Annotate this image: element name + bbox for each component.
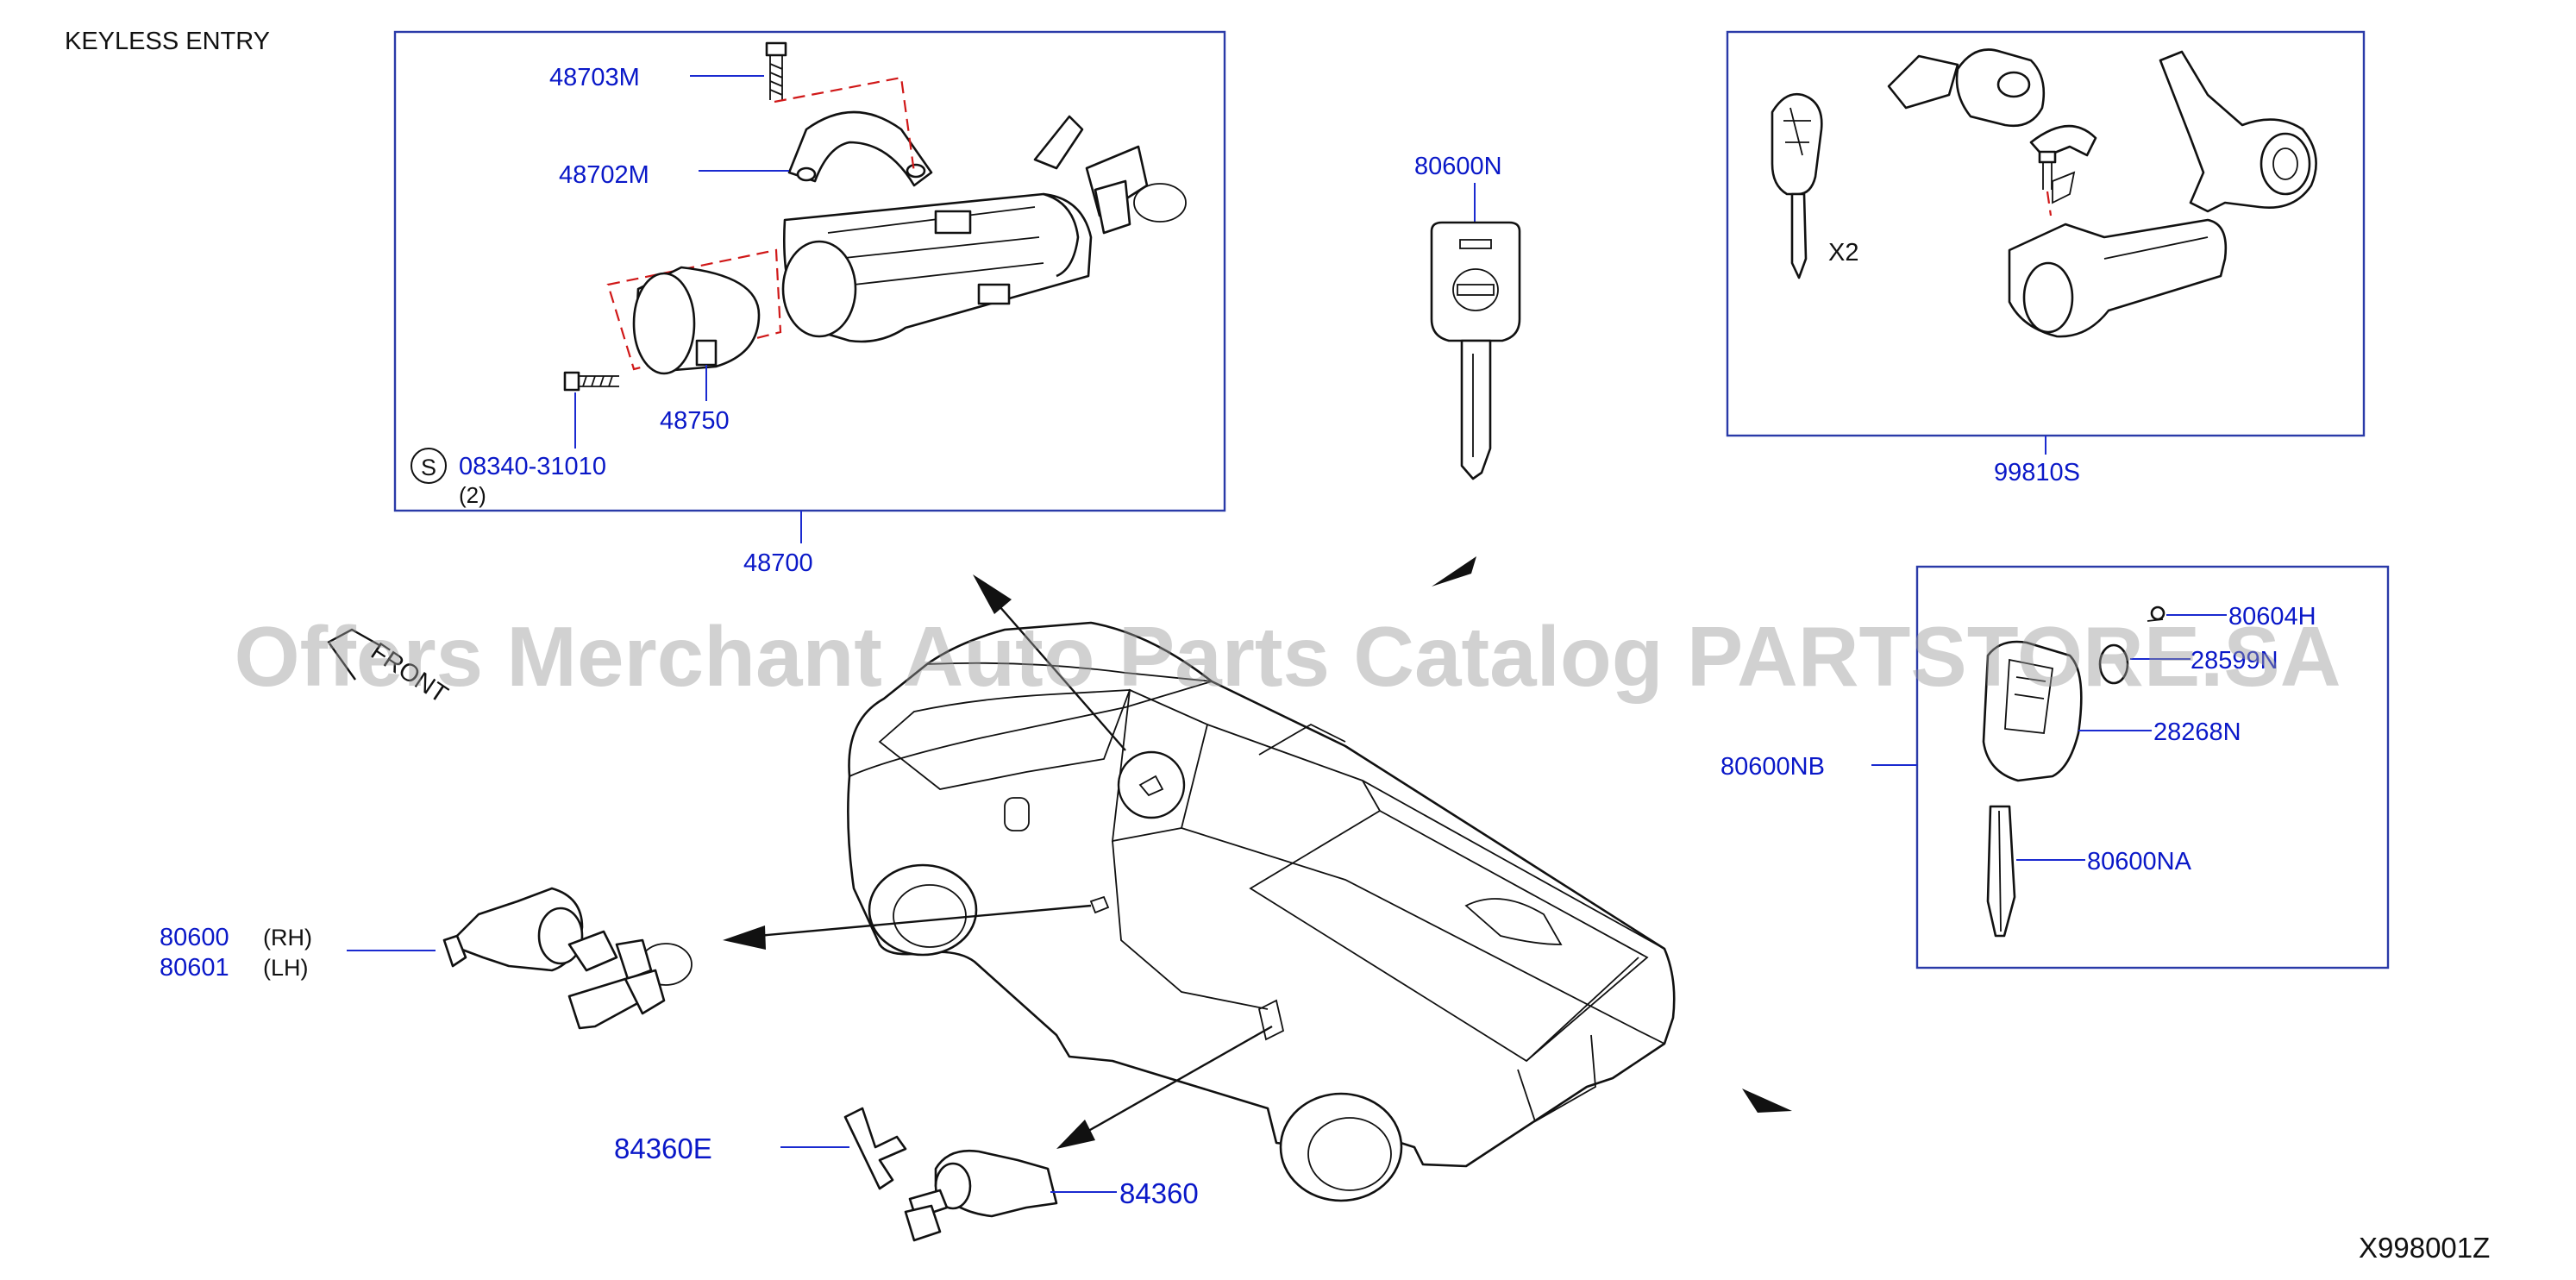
diagram-title: KEYLESS ENTRY xyxy=(65,28,270,55)
nissan-key-icon xyxy=(1430,221,1521,480)
bolt-icon xyxy=(765,41,787,100)
part-number-48703m[interactable]: 48703M xyxy=(549,64,640,91)
part-number-80600nb[interactable]: 80600NB xyxy=(1720,753,1825,781)
kit-ignition-icon xyxy=(2008,124,2228,338)
cylinder-end-icon xyxy=(632,266,761,375)
fob-box: 80600NB 80604H 28599N 28268N 80600NA xyxy=(1720,565,2390,969)
kit-alignment-mark xyxy=(2046,191,2053,216)
watermark: Offers Merchant Auto Parts Catalog PARTS… xyxy=(234,609,2341,704)
door-key-icon xyxy=(567,930,666,1030)
side-lh: (LH) xyxy=(263,955,309,981)
part-number-80600[interactable]: 80600 xyxy=(160,924,229,951)
key-blank: 80600N xyxy=(1414,153,1521,480)
ignition-box: 48700 48703M 48702M xyxy=(393,30,1226,577)
part-number-80600n[interactable]: 80600N xyxy=(1414,153,1502,180)
fob-screw-icon xyxy=(2147,605,2165,622)
fob-case-icon xyxy=(1982,640,2083,782)
part-number-28599n[interactable]: 28599N xyxy=(2191,647,2278,675)
part-number-80604h[interactable]: 80604H xyxy=(2228,603,2316,631)
ignition-key-icon xyxy=(1033,115,1187,235)
door-cylinder-icon xyxy=(442,887,693,986)
tailgate-key-icon xyxy=(904,1189,949,1242)
tailgate-cylinder: 84360E 84360 xyxy=(614,1107,1199,1242)
diagram-code: X998001Z xyxy=(2359,1232,2490,1264)
door-cylinder: 80600 (RH) 80601 (LH) xyxy=(160,887,693,1030)
screw-icon xyxy=(563,371,619,392)
tailgate-bracket-icon xyxy=(843,1107,907,1190)
clamp-icon xyxy=(787,110,933,187)
kit-box: 99810S X2 xyxy=(1726,30,2366,486)
part-number-84360e[interactable]: 84360E xyxy=(614,1133,712,1164)
part-number-99810s[interactable]: 99810S xyxy=(1994,459,2080,486)
kit-bolt-icon xyxy=(2038,150,2057,190)
side-rh: (RH) xyxy=(263,925,312,951)
part-number-80600na[interactable]: 80600NA xyxy=(2087,848,2192,875)
kit-key-icon xyxy=(1771,92,1823,279)
part-number-28268n[interactable]: 28268N xyxy=(2153,718,2241,746)
kit-quantity: X2 xyxy=(1828,239,1858,267)
fob-blade-icon xyxy=(1986,805,2016,938)
part-number-48700[interactable]: 48700 xyxy=(743,549,813,577)
screw-quantity: (2) xyxy=(459,482,486,508)
part-number-80601[interactable]: 80601 xyxy=(160,954,229,982)
part-number-48702m[interactable]: 48702M xyxy=(559,161,649,189)
battery-icon xyxy=(2098,643,2129,685)
kit-tailgate-cylinder-icon xyxy=(2159,50,2317,213)
alignment-marks xyxy=(606,76,916,371)
pickup-truck-icon xyxy=(847,621,1676,1202)
tailgate-cylinder-icon xyxy=(934,1149,1058,1218)
part-number-84360[interactable]: 84360 xyxy=(1119,1177,1199,1209)
part-number-08340-31010[interactable]: 08340-31010 xyxy=(459,453,606,480)
screw-symbol: S xyxy=(421,455,436,480)
callout-arrows xyxy=(723,556,1792,1149)
part-number-48750[interactable]: 48750 xyxy=(660,407,730,435)
kit-door-cylinder-icon xyxy=(1887,48,2046,128)
ignition-cylinder-icon xyxy=(781,192,1093,343)
